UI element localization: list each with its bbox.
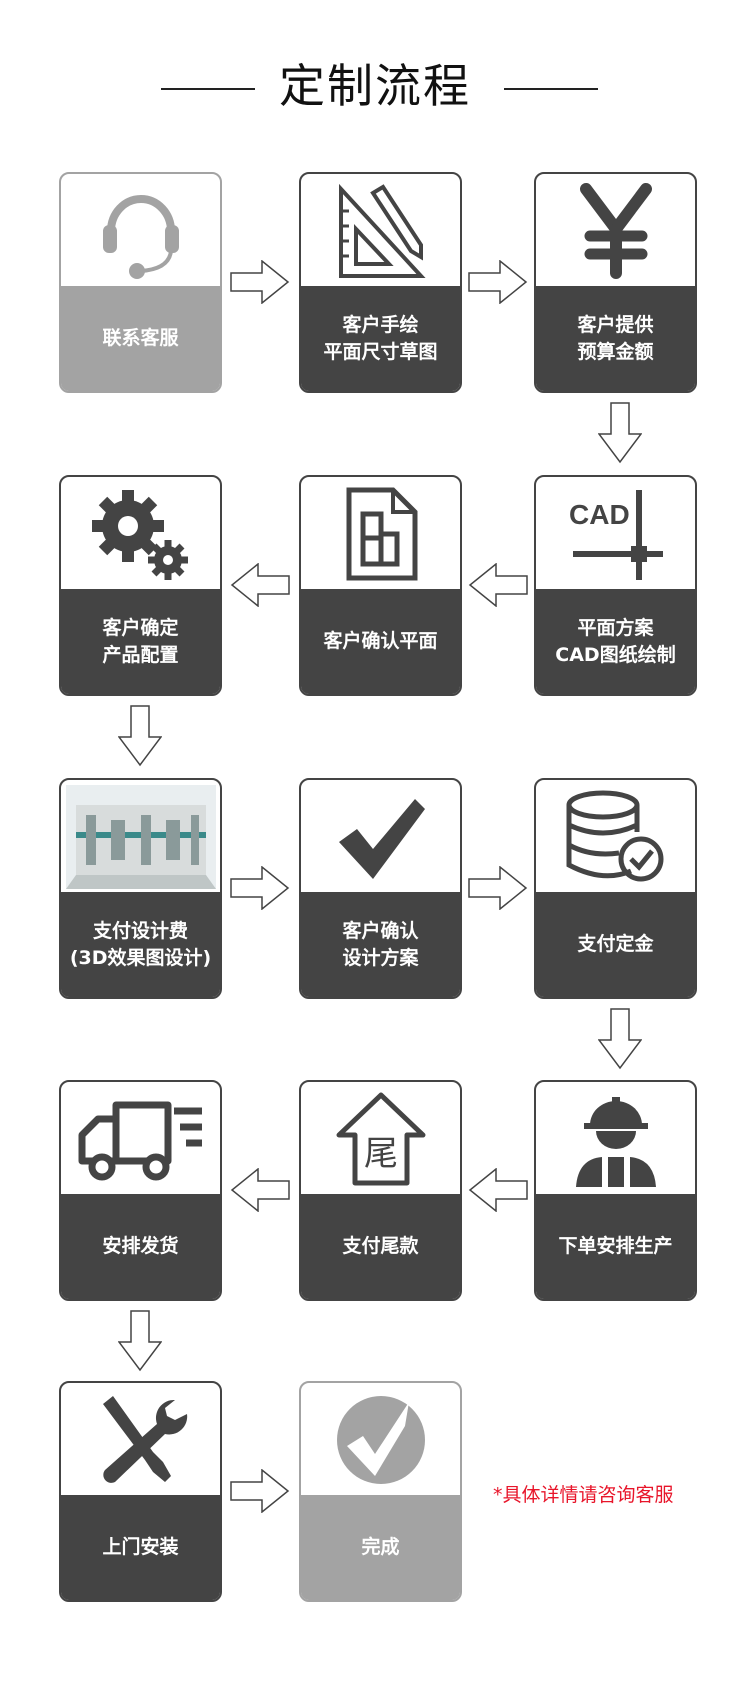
arrow-down-icon <box>117 705 163 771</box>
database-check-icon <box>536 780 695 894</box>
arrow-left-icon <box>230 562 290 611</box>
step-label: 平面方案 CAD图纸绘制 <box>536 589 695 694</box>
arrow-left-icon <box>230 1167 290 1216</box>
step-label: 支付尾款 <box>301 1194 460 1299</box>
3d-rendering-image <box>61 780 220 894</box>
step-label-line: 客户确认 <box>342 919 419 942</box>
circle-check-icon <box>301 1383 460 1497</box>
step-label-line: (3D效果图设计) <box>69 946 212 969</box>
step-card: 客户提供预算金额 <box>534 172 697 393</box>
step-label-line: 设计方案 <box>342 946 419 969</box>
arrow-right-icon <box>468 865 528 914</box>
step-card: 支付定金 <box>534 778 697 999</box>
step-label: 客户确认设计方案 <box>301 892 460 997</box>
step-card: 联系客服 <box>59 172 222 393</box>
step-label-line: 客户提供 <box>577 313 654 336</box>
step-label-line: 客户手绘 <box>342 313 419 336</box>
step-card: 支付设计费 (3D效果图设计) <box>59 778 222 999</box>
worker-icon <box>536 1082 695 1196</box>
step-label: 完成 <box>301 1495 460 1600</box>
step-label: 下单安排生产 <box>536 1194 695 1299</box>
step-label: 上门安装 <box>61 1495 220 1600</box>
step-card: 客户确认平面 <box>299 475 462 696</box>
svg-text:CAD: CAD <box>569 499 630 530</box>
headset-icon <box>61 174 220 288</box>
contact-note: *具体详情请咨询客服 <box>493 1484 674 1506</box>
yen-icon <box>536 174 695 288</box>
arrow-left-icon <box>468 562 528 611</box>
step-label-line: 完成 <box>361 1536 400 1558</box>
step-label-line: 客户确定 <box>102 616 179 639</box>
arrow-right-icon <box>230 259 290 308</box>
step-card: 上门安装 <box>59 1381 222 1602</box>
step-label-line: CAD图纸绘制 <box>555 643 676 666</box>
step-label: 支付设计费 (3D效果图设计) <box>61 892 220 997</box>
house-tail-icon: 尾 <box>301 1082 460 1196</box>
step-card: 下单安排生产 <box>534 1080 697 1301</box>
step-label: 客户确认平面 <box>301 589 460 694</box>
arrow-right-icon <box>468 259 528 308</box>
step-card: CAD 平面方案 CAD图纸绘制 <box>534 475 697 696</box>
step-label-line: 上门安装 <box>102 1536 179 1558</box>
step-label-line: 下单安排生产 <box>558 1235 673 1257</box>
truck-icon <box>61 1082 220 1196</box>
arrow-right-icon <box>230 865 290 914</box>
arrow-down-icon <box>117 1310 163 1376</box>
step-label-line: 产品配置 <box>102 643 179 666</box>
cad-icon: CAD <box>536 477 695 591</box>
step-card: 客户确定产品配置 <box>59 475 222 696</box>
step-label-line: 安排发货 <box>102 1235 179 1257</box>
step-label: 客户提供预算金额 <box>536 286 695 391</box>
step-label-line: 支付定金 <box>577 933 654 955</box>
arrow-down-icon <box>597 1008 643 1074</box>
gears-icon <box>61 477 220 591</box>
step-label: 支付定金 <box>536 892 695 997</box>
step-label-line: 支付设计费 <box>92 919 188 942</box>
step-label: 客户确定产品配置 <box>61 589 220 694</box>
step-card: 安排发货 <box>59 1080 222 1301</box>
step-card: 客户手绘平面尺寸草图 <box>299 172 462 393</box>
page-title: 定制流程 <box>279 59 471 113</box>
step-label-line: 支付尾款 <box>342 1235 419 1257</box>
svg-text:尾: 尾 <box>364 1134 398 1174</box>
checkmark-icon <box>301 780 460 894</box>
step-label: 安排发货 <box>61 1194 220 1299</box>
arrow-down-icon <box>597 402 643 468</box>
step-card: 完成 <box>299 1381 462 1602</box>
title-line-left <box>161 88 255 90</box>
step-label-line: 平面尺寸草图 <box>323 340 438 363</box>
arrow-right-icon <box>230 1468 290 1517</box>
arrow-left-icon <box>468 1167 528 1216</box>
title-line-right <box>504 88 598 90</box>
step-label: 客户手绘平面尺寸草图 <box>301 286 460 391</box>
tools-icon <box>61 1383 220 1497</box>
step-label-line: 联系客服 <box>102 327 179 349</box>
floorplan-document-icon <box>301 477 460 591</box>
step-label: 联系客服 <box>61 286 220 391</box>
step-label-line: 预算金额 <box>577 340 654 363</box>
step-card: 客户确认设计方案 <box>299 778 462 999</box>
step-label-line: 客户确认平面 <box>323 630 438 652</box>
ruler-pencil-icon <box>301 174 460 288</box>
step-card: 尾支付尾款 <box>299 1080 462 1301</box>
step-label-line: 平面方案 <box>577 616 654 639</box>
